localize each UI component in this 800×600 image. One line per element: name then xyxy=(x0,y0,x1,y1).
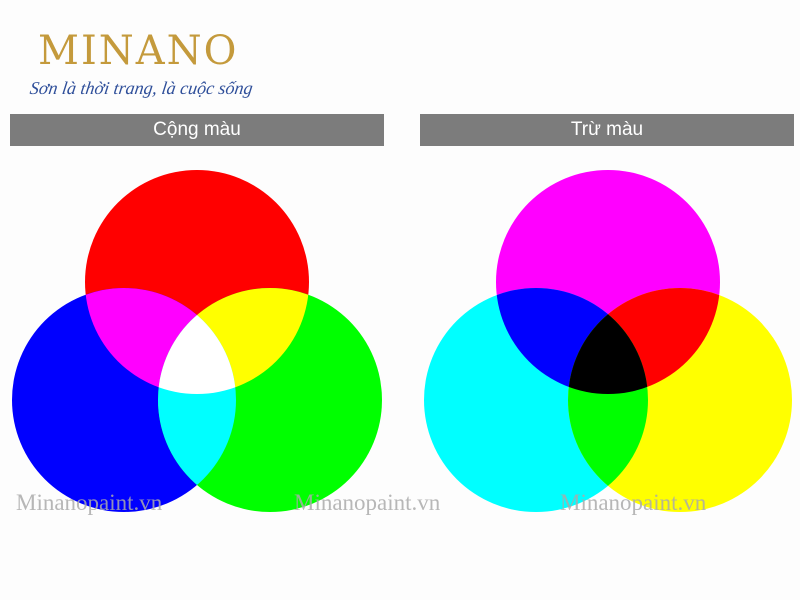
additive-panel-header: Cộng màu xyxy=(10,114,384,146)
watermark-2: Minanopaint.vn xyxy=(294,490,441,515)
subtractive-venn xyxy=(424,170,792,512)
sub-overlap-center xyxy=(568,288,648,394)
add-center-group xyxy=(158,288,236,394)
sub-center-group xyxy=(568,288,648,394)
watermark-3: Minanopaint.vn xyxy=(560,490,707,515)
brand-logo: MINANO xyxy=(38,28,239,74)
add-overlap-center xyxy=(158,288,236,394)
subtractive-panel-header: Trừ màu xyxy=(420,114,794,146)
watermark-1: Minanopaint.vn xyxy=(16,490,163,515)
additive-venn xyxy=(12,170,382,512)
